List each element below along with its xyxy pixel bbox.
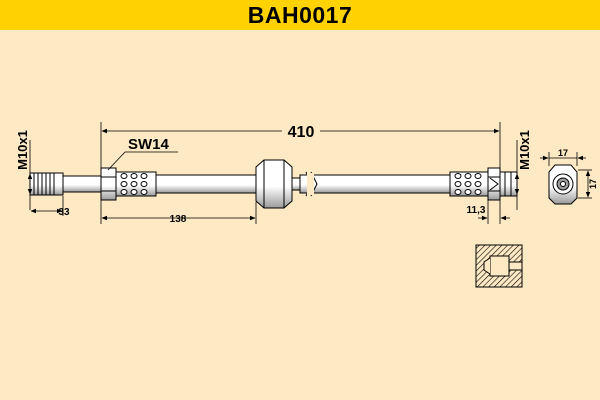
- part-number-title: BAH0017: [247, 1, 353, 28]
- left-hex-nut: [100, 167, 117, 201]
- left-end-length-label: 33: [58, 207, 70, 218]
- hose-segment: [155, 174, 257, 194]
- overall-length-label: 410: [288, 124, 315, 141]
- right-threaded-end: [499, 171, 518, 197]
- hose-segment: [299, 174, 451, 194]
- fitting-end-view: [540, 152, 592, 205]
- fitting-width-label: 17: [558, 148, 568, 158]
- dimension-lines: [27, 122, 520, 224]
- fitting-height-label: 17: [588, 179, 598, 189]
- sleeve-length-label: 138: [170, 214, 187, 225]
- brake-hose-assembly: [29, 159, 518, 209]
- right-thread-label: M10x1: [517, 130, 532, 170]
- left-thread-label: M10x1: [15, 130, 30, 170]
- hose-holder: [255, 159, 293, 209]
- left-shank: [62, 175, 102, 193]
- right-end-length-label: 11,3: [467, 205, 486, 216]
- wrench-size-label: SW14: [128, 136, 170, 153]
- title-bar: BAH0017: [0, 0, 600, 30]
- section-detail: [475, 244, 523, 288]
